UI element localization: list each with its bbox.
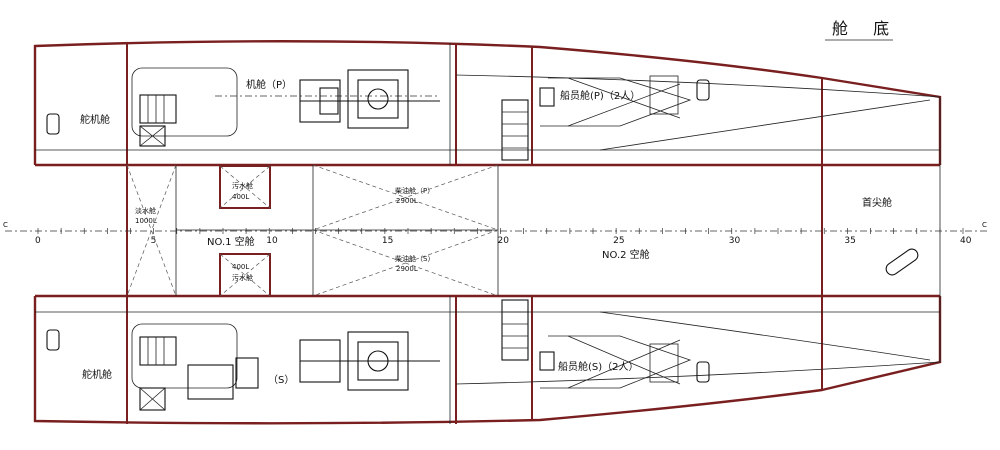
void-2-label: NO.2 空舱 xyxy=(602,248,650,261)
fuel-port-capacity: 2900L xyxy=(396,197,418,205)
sewage-stbd-capacity: 400L xyxy=(232,263,249,271)
steering-stbd-label: 舵机舱 xyxy=(82,368,112,381)
fw-tank-name: 淡水舱 xyxy=(135,206,156,215)
crew-port-label: 船员舱(P)（2人） xyxy=(560,89,640,102)
sewage-tank-stbd: 400L 污水舱 xyxy=(219,253,271,297)
steering-room-stbd: 舵机舱 xyxy=(46,329,112,381)
frame-label: 35 xyxy=(844,236,855,246)
engine-room-port: 机舱（P） xyxy=(131,67,440,147)
fresh-water-tank: 淡水舱 1000L xyxy=(126,164,177,297)
crew-stbd-label: 船员舱(S)（2人） xyxy=(558,360,639,373)
sewage-port-name: 污水舱 xyxy=(232,181,253,190)
centerline-mark-fwd: C xyxy=(982,221,987,229)
forepeak-label: 首尖舱 xyxy=(862,196,892,209)
fuel-tank-port: 柴油舱（P） 2900L xyxy=(312,164,499,231)
frame-label: 0 xyxy=(35,236,41,246)
sewage-stbd-name: 污水舱 xyxy=(232,273,253,282)
fw-tank-capacity: 1000L xyxy=(135,217,157,225)
sewage-port-capacity: 400L xyxy=(232,193,249,201)
steering-port-label: 舵机舱 xyxy=(80,113,110,126)
fuel-port-name: 柴油舱（P） xyxy=(395,186,434,195)
centerline-mark-aft: C xyxy=(3,221,8,229)
engine-stbd-label: （S） xyxy=(268,374,294,386)
port-hull-outline xyxy=(33,40,942,165)
frame-scale: 0 5 10 15 20 25 30 35 40 xyxy=(35,228,972,246)
sewage-tank-port: 污水舱 400L xyxy=(219,165,271,209)
anchor-pipe-icon xyxy=(885,248,919,276)
frame-label: 5 xyxy=(151,236,157,246)
frame-label: 25 xyxy=(613,236,624,246)
fuel-stbd-capacity: 2900L xyxy=(396,265,418,273)
fuel-tank-stbd: 柴油舱（S） 2900L xyxy=(312,229,499,297)
starboard-hull-outline xyxy=(33,296,942,425)
fuel-stbd-name: 柴油舱（S） xyxy=(395,254,434,263)
frame-label: 40 xyxy=(960,236,972,246)
steering-room-port: 舵机舱 xyxy=(46,113,110,135)
drawing-title: 舱 底 xyxy=(832,19,899,38)
frame-label: 15 xyxy=(382,236,393,246)
void-1-label: NO.1 空舱 xyxy=(207,235,255,248)
crew-cabin-stbd: 船员舱(S)（2人） xyxy=(501,299,710,389)
frame-label: 10 xyxy=(266,236,278,246)
crew-cabin-port: 船员舱(P)（2人） xyxy=(501,75,710,161)
engine-port-label: 机舱（P） xyxy=(246,78,292,91)
engine-room-stbd: （S） xyxy=(131,323,440,411)
frame-label: 30 xyxy=(729,236,741,246)
frame-label: 20 xyxy=(498,236,510,246)
